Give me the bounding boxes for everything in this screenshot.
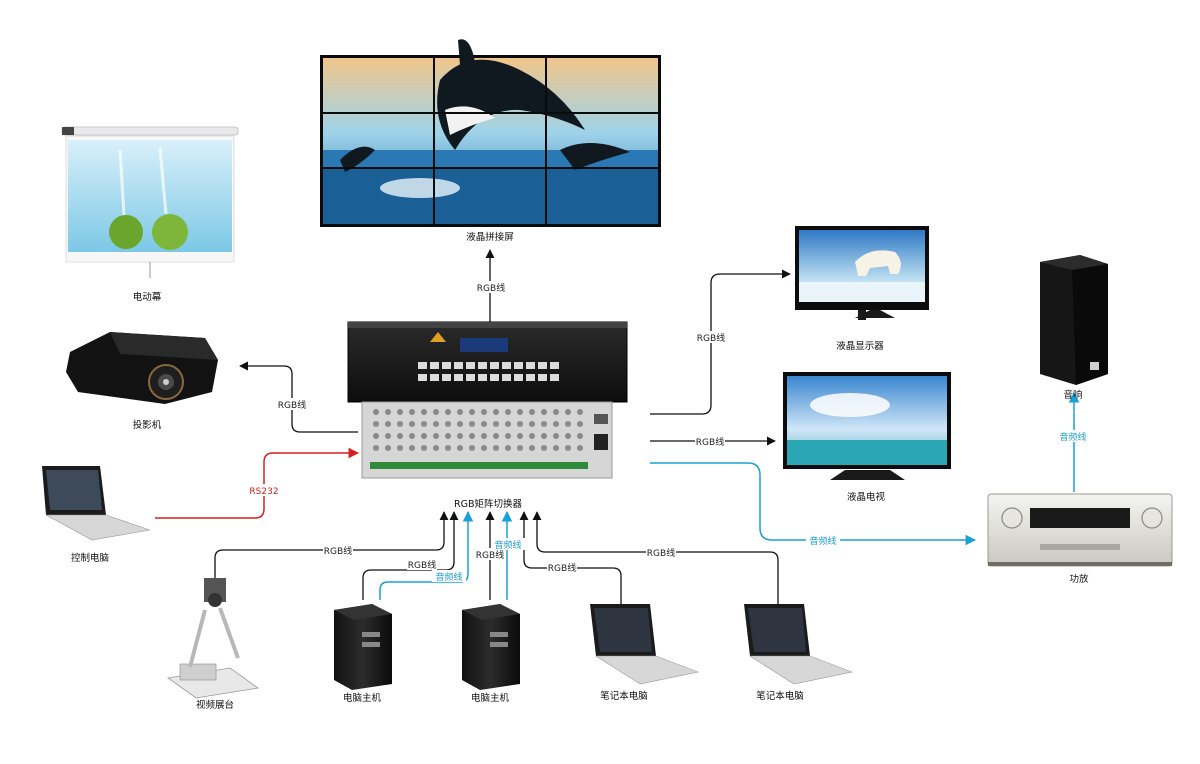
link-laptop1-matrix [519,511,622,604]
laptop-1 [590,604,700,685]
video-wall [320,39,661,227]
laptop2-label: 笔记本电脑 [756,690,804,702]
desktop1-label: 电脑主机 [343,692,382,704]
link-matrix-monitor [650,269,791,415]
label-audio-speaker: 音频线 [1059,431,1086,443]
lcd-tv [783,372,951,480]
lcd-monitor [795,226,929,320]
label-rgb-visualizer: RGB线 [324,545,352,557]
laptop1-label: 笔记本电脑 [600,690,648,702]
label-rgb-desktop2: RGB线 [476,549,504,561]
front-panel-buttons [418,362,559,381]
label-audio-amplifier: 音频线 [809,535,836,547]
visualizer [166,578,260,699]
label-rgb-desktop1: RGB线 [408,559,436,571]
desktop2-label: 电脑主机 [471,692,510,704]
laptop-2 [744,604,854,685]
projector [66,332,218,404]
label-rgb-projector: RGB线 [278,399,306,411]
label-rgb-laptop1: RGB线 [548,562,576,574]
label-rs232: RS232 [249,487,278,497]
label-audio-desktop1: 音频线 [435,571,462,583]
label-rgb-videowall: RGB线 [477,282,505,294]
link-desktop1-matrix [362,511,459,600]
matrix-label: RGB矩阵切换器 [454,498,522,510]
link-desktop1-audio [379,510,474,600]
bnc-connectors [373,409,583,451]
control-pc-label: 控制电脑 [71,552,109,564]
tv-label: 液晶电视 [847,491,886,503]
screen-label: 电动幕 [133,291,162,303]
speaker [1040,255,1108,385]
projector-label: 投影机 [133,419,162,431]
visualizer-label: 视频展台 [196,699,234,711]
connection-labels: RGB线 RGB线 RS232 RGB线 RGB线 音频线 音频线 RGB线 R… [248,281,1090,583]
projection-screen [61,126,239,278]
monitor-label: 液晶显示器 [836,340,884,352]
control-laptop [42,466,151,541]
amplifier [987,493,1173,567]
desktop-tower-2 [462,604,520,690]
label-rgb-tv: RGB线 [696,436,724,448]
label-rgb-monitor: RGB线 [697,332,725,344]
link-matrix-amplifier [650,462,977,546]
speaker-label: 音响 [1063,389,1082,401]
label-rgb-laptop2: RGB线 [647,547,675,559]
label-audio-desktop2: 音频线 [494,539,521,551]
video-wall-label: 液晶拼接屏 [466,231,514,243]
amplifier-label: 功放 [1069,573,1089,585]
desktop-tower-1 [334,604,392,690]
matrix-switcher [347,321,628,479]
